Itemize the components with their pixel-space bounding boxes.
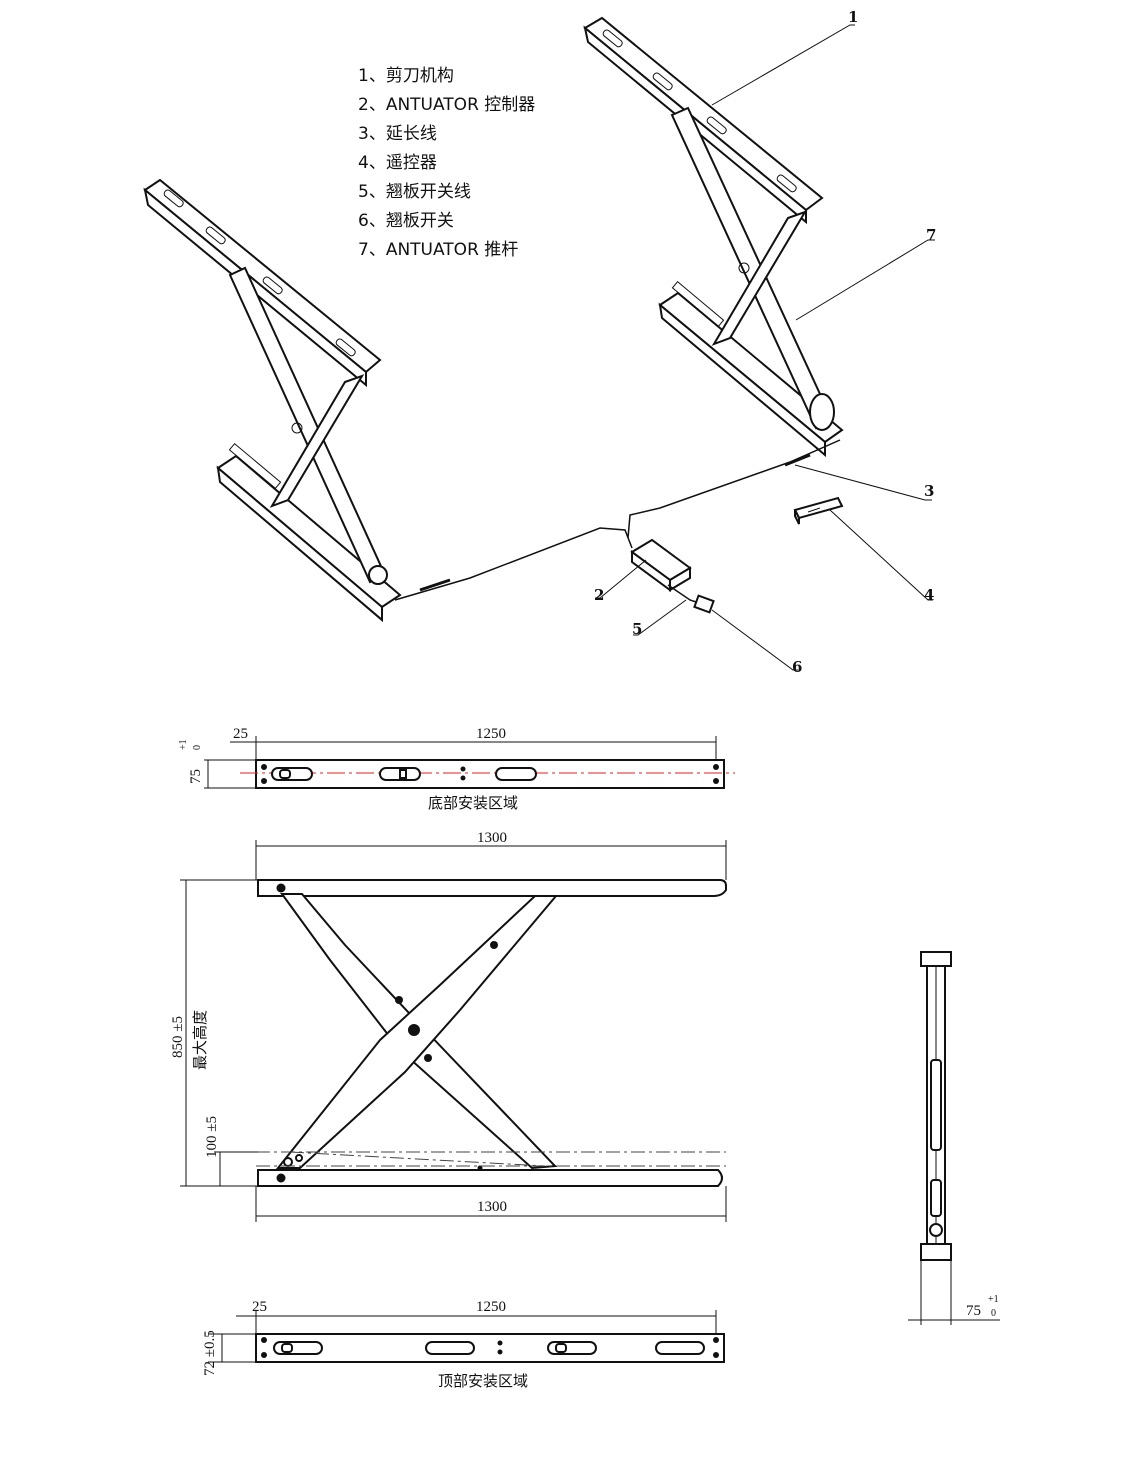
bottom-plate-caption: 底部安装区域: [428, 794, 518, 812]
legend-item-4: 4、遥控器: [358, 153, 437, 173]
top-dim-offset: 25: [252, 1299, 267, 1315]
isometric-assembly: [143, 16, 935, 671]
side-view: [180, 840, 727, 1222]
end-tol-upper: +1: [988, 1294, 999, 1305]
bottom-plate-view: [204, 736, 735, 789]
bottom-tol-upper: +1: [178, 739, 189, 750]
callout-5: 5: [632, 620, 642, 638]
side-max-height-label: 最大高度: [191, 1010, 209, 1070]
top-plate-view: [208, 1310, 725, 1363]
rocker-switch: [693, 594, 715, 614]
bottom-dim-length: 1250: [476, 726, 506, 742]
callout-3: 3: [924, 482, 934, 500]
controller-box: [630, 538, 692, 592]
legend-item-3: 3、延长线: [358, 124, 437, 144]
side-dim-top-width: 1300: [477, 830, 507, 846]
end-view: [908, 951, 1000, 1325]
right-scissor-frame: [583, 16, 844, 458]
bottom-tol-lower: 0: [192, 745, 203, 750]
callout-4: 4: [924, 586, 934, 604]
legend-item-5: 5、翘板开关线: [358, 182, 471, 202]
callout-7: 7: [926, 226, 936, 244]
end-dim-width: 75: [966, 1303, 981, 1319]
top-dim-height: 72 ±0.5: [202, 1330, 218, 1376]
legend-item-7: 7、ANTUATOR 推杆: [358, 240, 518, 260]
callout-2: 2: [594, 586, 604, 604]
end-tol-lower: 0: [991, 1308, 996, 1319]
bottom-dim-height: 75: [188, 769, 204, 784]
top-plate-caption: 顶部安装区域: [438, 1372, 528, 1390]
callout-6: 6: [792, 658, 802, 676]
side-dim-bottom-width: 1300: [477, 1199, 507, 1215]
legend-item-1: 1、剪刀机构: [358, 66, 454, 86]
side-dim-min-height: 100 ±5: [204, 1116, 220, 1158]
side-dim-max-height: 850 ±5: [170, 1016, 186, 1058]
bottom-dim-offset: 25: [233, 726, 248, 742]
callout-1: 1: [848, 8, 858, 26]
remote-control: [793, 496, 844, 525]
parts-legend: 1、剪刀机构 2、ANTUATOR 控制器 3、延长线 4、遥控器 5、翘板开关…: [358, 66, 535, 260]
left-scissor-frame: [143, 178, 402, 623]
top-dim-length: 1250: [476, 1299, 506, 1315]
legend-item-2: 2、ANTUATOR 控制器: [358, 95, 535, 115]
legend-item-6: 6、翘板开关: [358, 211, 454, 231]
